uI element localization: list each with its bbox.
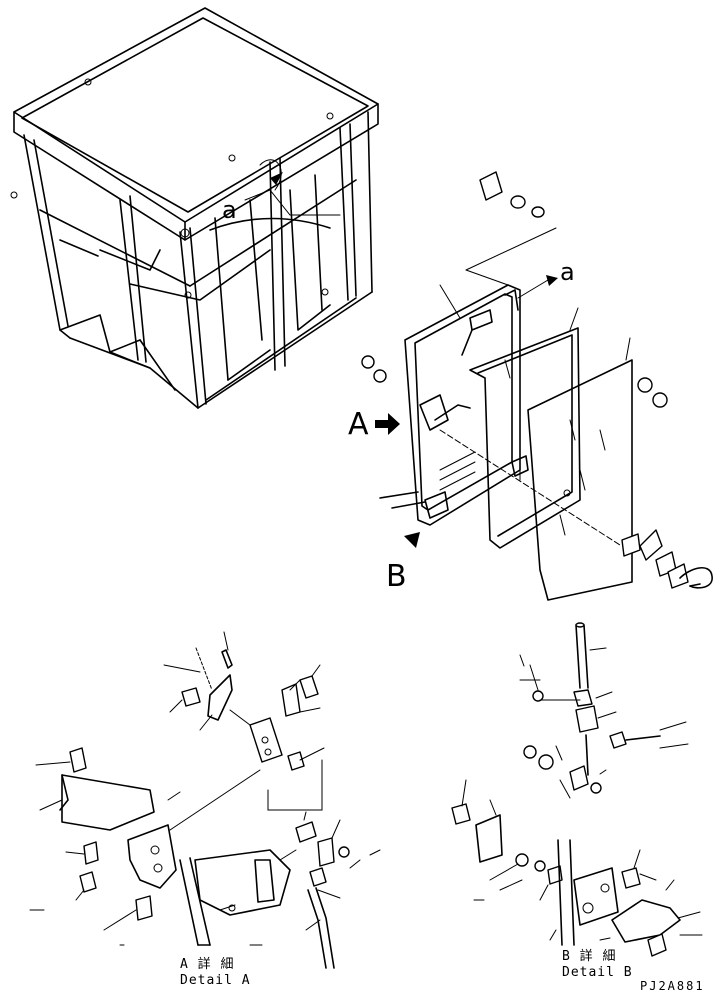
detail-a-title-en: Detail A xyxy=(180,973,251,988)
detail-b-title-ja: B 詳 細 xyxy=(562,949,617,964)
detail-b xyxy=(451,622,703,957)
view-a-label: A xyxy=(348,407,369,442)
cab-frame xyxy=(10,7,379,409)
detail-b-title-en: Detail B xyxy=(562,965,633,980)
drawing-code: PJ2A881 xyxy=(640,979,705,993)
reference-arrow-a xyxy=(244,172,341,216)
arrow-a-label-right: a xyxy=(560,258,575,286)
arrow-a-label-top: a xyxy=(222,196,237,224)
detail-a xyxy=(29,631,381,969)
detail-a-title-ja: A 詳 細 xyxy=(180,957,235,972)
view-b-label: B xyxy=(386,559,407,594)
door-exploded-view xyxy=(361,171,713,601)
